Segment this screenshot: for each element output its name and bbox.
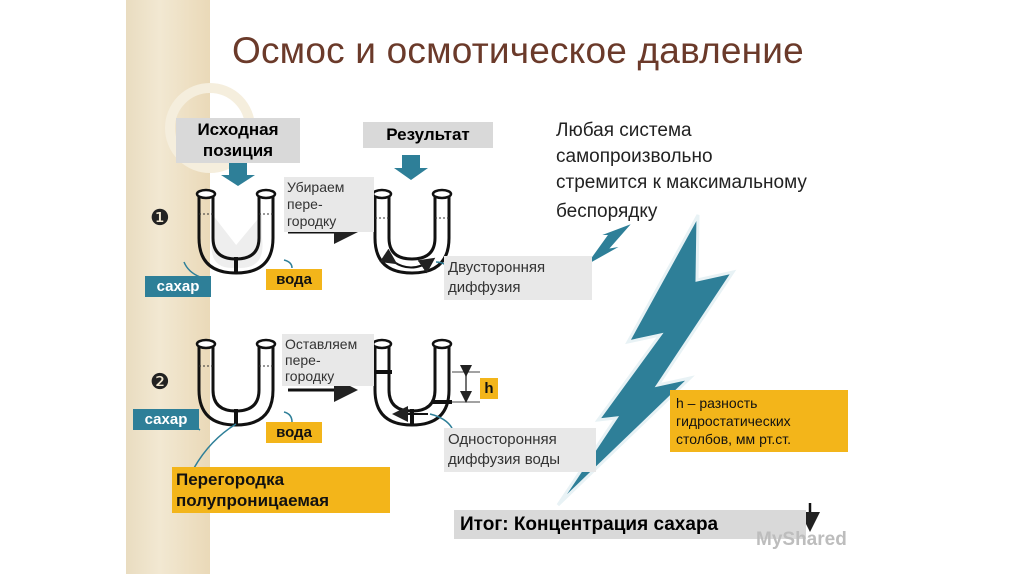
step1-action-text: Убираем пере- городку <box>284 177 374 232</box>
slide-title: Осмос и осмотическое давление <box>232 30 804 71</box>
u-tube-initial-1 <box>195 188 277 275</box>
pointer-line <box>429 413 453 429</box>
u-tube-result-1 <box>371 188 453 275</box>
step2-action-text: Оставляем пере- городку <box>282 334 374 386</box>
pointer-line <box>183 261 201 278</box>
marker-2: ❷ <box>150 369 170 394</box>
water-label-2: вода <box>266 422 322 443</box>
pointer-line <box>283 259 293 269</box>
conclusion-text: Итог: Концентрация сахара <box>454 510 806 539</box>
pointer-line <box>193 423 237 469</box>
h-definition: h – разность гидростатических столбов, м… <box>670 390 848 452</box>
u-tube-result-2 <box>371 338 480 427</box>
membrane-label: Перегородка полупроницаемая <box>172 467 390 513</box>
initial-position-label: Исходная позиция <box>176 118 300 163</box>
two-way-diffusion-text: Двусторонняя диффузия <box>444 256 592 300</box>
pointer-line <box>283 411 293 423</box>
h-label: h <box>480 378 498 399</box>
water-label-1: вода <box>266 269 322 290</box>
down-arrow-icon <box>221 163 255 186</box>
marker-1: ❶ <box>150 205 170 230</box>
sugar-label-1: сахар <box>145 276 211 297</box>
sugar-label-2: сахар <box>133 409 199 430</box>
big-lightning-icon <box>556 214 737 507</box>
small-lightning-icon <box>582 221 635 269</box>
result-label: Результат <box>363 122 493 148</box>
down-arrow-icon <box>394 155 428 180</box>
watermark-text: MyShared <box>756 529 847 550</box>
principle-quote: Любая система самопроизвольно стремится … <box>556 120 807 222</box>
u-tube-initial-2 <box>195 338 277 427</box>
one-way-diffusion-text: Односторонняя диффузия воды <box>444 428 596 472</box>
